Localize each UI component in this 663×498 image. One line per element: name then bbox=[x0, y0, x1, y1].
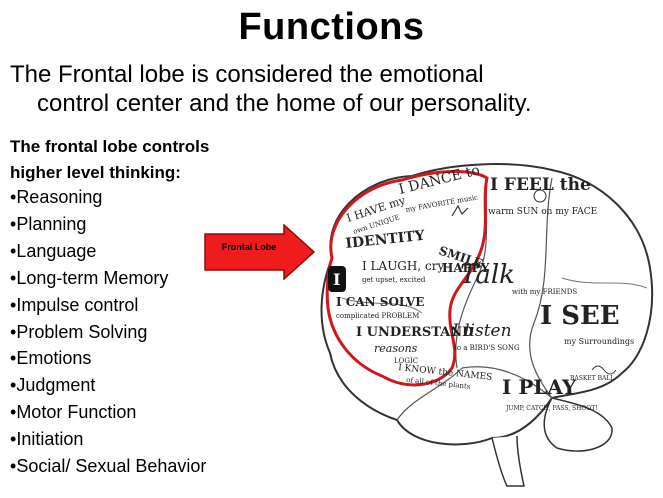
functions-list: Reasoning Planning Language Long-term Me… bbox=[10, 184, 206, 480]
list-item: Emotions bbox=[10, 345, 206, 372]
word-understand: I UNDERSTAND bbox=[356, 325, 473, 340]
list-item: Problem Solving bbox=[10, 319, 206, 346]
intro-line-1: The Frontal lobe is considered the emoti… bbox=[10, 61, 484, 88]
subheading: The frontal lobe controls higher level t… bbox=[10, 134, 209, 186]
word-talk: Talk bbox=[460, 260, 515, 290]
brain-illustration: I DANCE to my FAVORITE music I HAVE my o… bbox=[320, 162, 654, 487]
arrow-label: Frontal Lobe bbox=[221, 242, 277, 252]
frontal-lobe-arrow bbox=[204, 224, 316, 280]
list-item: Language bbox=[10, 238, 206, 265]
list-item: Planning bbox=[10, 211, 206, 238]
word-see: I SEE bbox=[540, 301, 620, 331]
list-item: Social/ Sexual Behavior bbox=[10, 453, 206, 480]
list-item: Judgment bbox=[10, 372, 206, 399]
word-friends: with my FRIENDS bbox=[512, 288, 577, 296]
word-surroundings: my Surroundings bbox=[564, 337, 634, 346]
subheading-line-2: higher level thinking: bbox=[10, 163, 181, 182]
word-i: I bbox=[333, 270, 340, 289]
word-sun: warm SUN on my FACE bbox=[488, 207, 597, 217]
list-item: Reasoning bbox=[10, 184, 206, 211]
word-basket: BASKET BALL bbox=[570, 375, 614, 382]
word-bird: to a BIRD'S SONG bbox=[454, 344, 520, 352]
word-logic: LOGIC bbox=[394, 357, 418, 365]
word-laugh: I LAUGH, cry bbox=[362, 259, 444, 273]
word-reasons: reasons bbox=[374, 342, 418, 355]
word-feel: I FEEL the bbox=[490, 175, 591, 195]
list-item: Motor Function bbox=[10, 399, 206, 426]
list-item: Initiation bbox=[10, 426, 206, 453]
list-item: Long-term Memory bbox=[10, 265, 206, 292]
word-problem: complicated PROBLEM bbox=[336, 312, 419, 320]
word-listen: I listen bbox=[451, 321, 512, 341]
list-item: Impulse control bbox=[10, 292, 206, 319]
subheading-line-1: The frontal lobe controls bbox=[10, 137, 210, 156]
intro-line-2: control center and the home of our perso… bbox=[37, 90, 532, 117]
word-play: I PLAY bbox=[502, 375, 577, 399]
intro-text: The Frontal lobe is considered the emoti… bbox=[10, 60, 650, 118]
word-happy: HAPPY bbox=[442, 261, 490, 275]
word-excited: get upset, excited bbox=[362, 276, 426, 284]
word-solve: I CAN SOLVE bbox=[336, 295, 424, 309]
word-jump: JUMP, CATCH, PASS, SHOOT! bbox=[505, 405, 598, 412]
slide-title: Functions bbox=[238, 6, 425, 48]
